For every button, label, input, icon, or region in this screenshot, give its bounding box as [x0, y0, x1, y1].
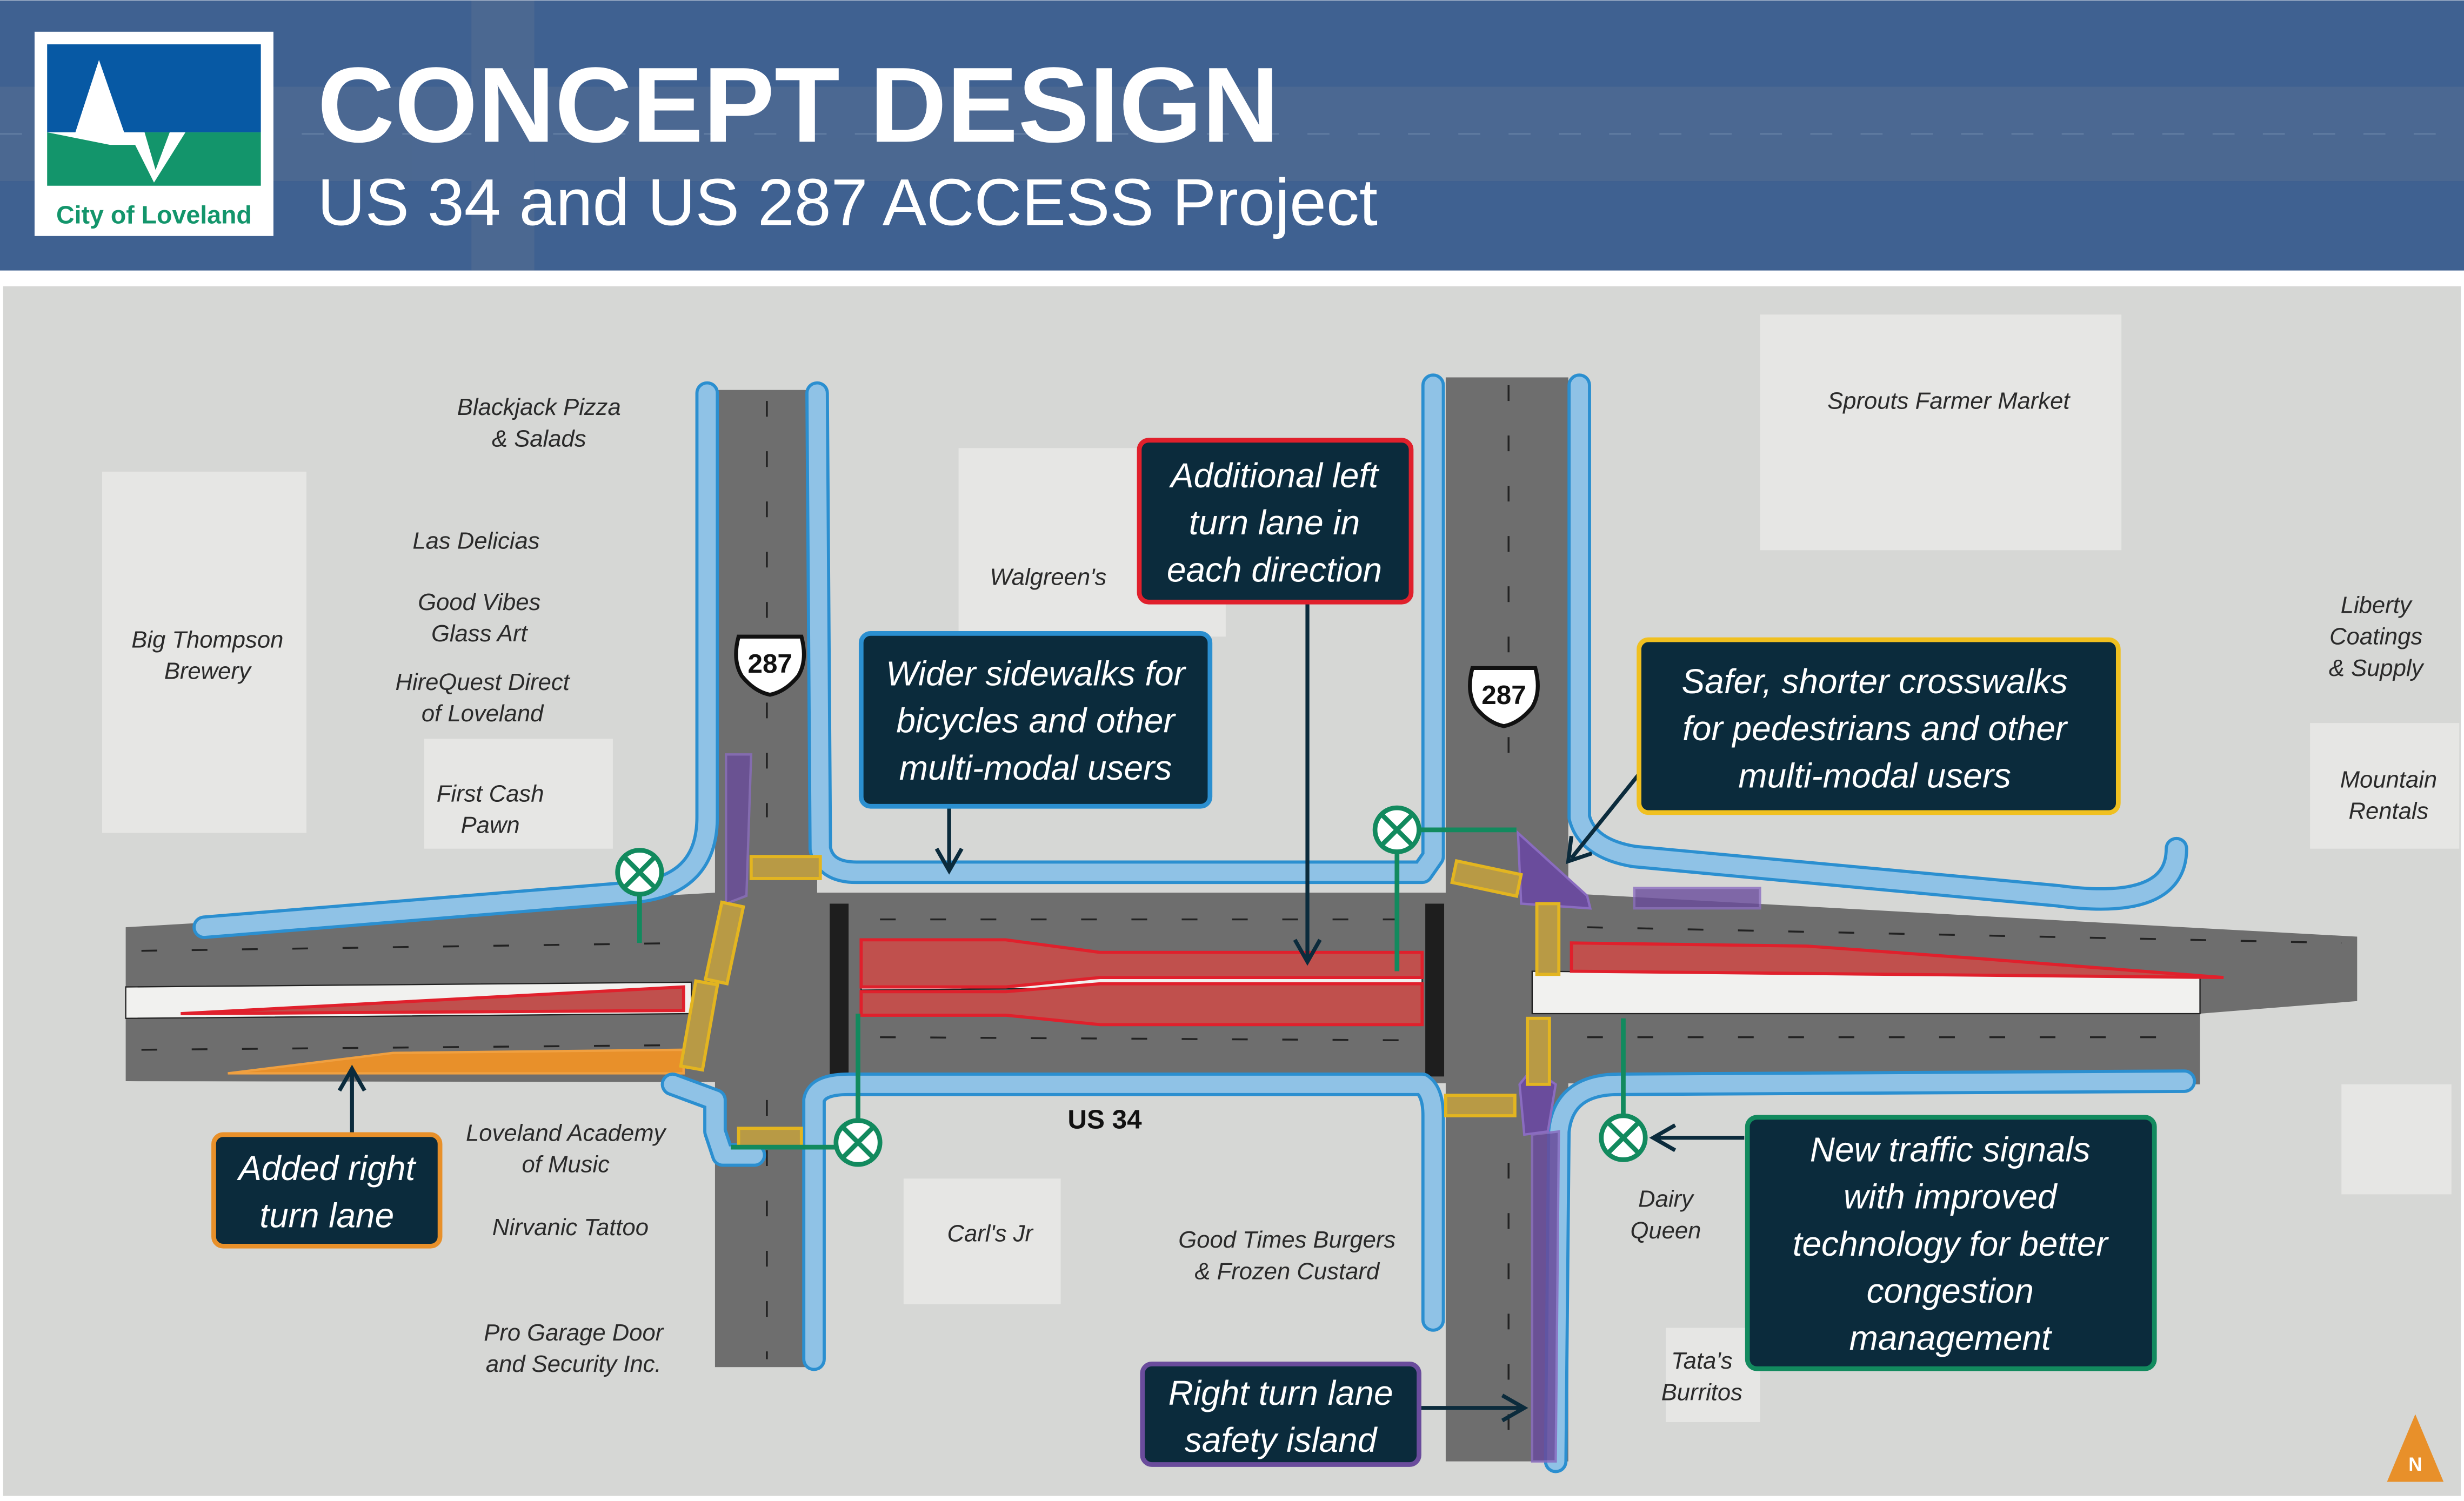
place-label: Sprouts Farmer Market	[1827, 388, 2071, 414]
svg-text:287: 287	[1481, 680, 1526, 710]
place-label: Nirvanic Tattoo	[492, 1215, 649, 1241]
us287-shield-east: 287	[1468, 666, 1540, 728]
signal-icon	[615, 848, 664, 897]
left-turn-lane-center-wb	[859, 938, 1424, 989]
header-banner	[0, 0, 2464, 271]
place-label: Blackjack Pizza& Salads	[457, 394, 621, 452]
svg-text:287: 287	[747, 649, 792, 679]
aerial-texture	[0, 0, 2464, 271]
place-label: Las Delicias	[412, 528, 539, 554]
city-logo: City of Loveland	[34, 31, 273, 236]
lane-markings	[141, 385, 2342, 1454]
place-label: Walgreen's	[990, 564, 1106, 590]
place-label: Carl's Jr	[947, 1221, 1033, 1247]
left-turn-lane-center-eb	[859, 982, 1424, 1027]
logo-text: City of Loveland	[56, 201, 252, 229]
page-subtitle: US 34 and US 287 ACCESS Project	[317, 165, 1378, 239]
us34-label: US 34	[1067, 1104, 1142, 1134]
left-turn-lane-east	[1570, 941, 2224, 980]
left-turn-lanes	[181, 938, 2224, 1027]
signal-icon	[1372, 805, 1421, 854]
callout-arrows	[337, 602, 1745, 1423]
safety-islands	[725, 753, 1761, 1463]
stop-bars	[830, 903, 1445, 1077]
north-arrow-icon: N	[2387, 1414, 2444, 1482]
us287-shield-west: 287	[734, 634, 806, 697]
svg-text:N: N	[2408, 1454, 2422, 1475]
left-turn-lane-west	[181, 985, 685, 1015]
signal-icon	[1599, 1113, 1648, 1162]
traffic-signals	[615, 805, 1648, 1167]
signal-icon	[833, 1118, 883, 1167]
crosswalks	[679, 855, 1561, 1149]
page-title: CONCEPT DESIGN	[317, 45, 1279, 164]
place-label: Good Times Burgers& Frozen Custard	[1178, 1227, 1395, 1284]
place-labels: Blackjack Pizza& Salads Las Delicias Goo…	[131, 388, 2437, 1406]
